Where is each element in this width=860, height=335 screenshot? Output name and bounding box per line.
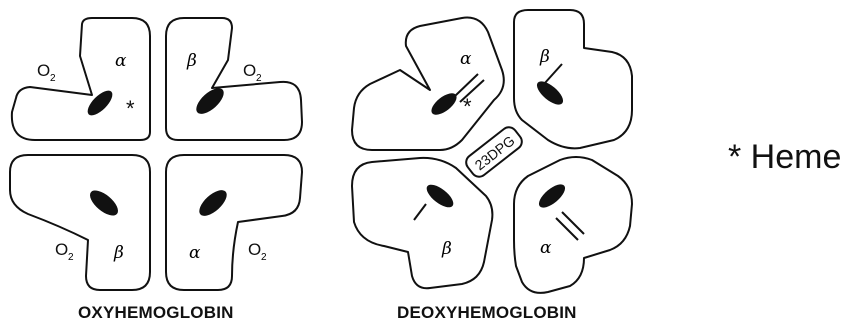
oxyhemoglobin-diagram: α β β α * O 2 O 2 O 2 O 2 [10,18,302,290]
oxy-subunit-beta-top-right [166,18,302,140]
oxy-label-alpha-top: α [115,51,127,71]
oxy-o2-label-top-right: O 2 [243,61,262,84]
deoxyhemoglobin-caption: DEOXYHEMOGLOBIN [397,303,577,323]
svg-text:2: 2 [256,73,262,84]
oxy-o2-label-top-left: O 2 [37,61,56,84]
svg-text:O: O [55,240,68,259]
deoxy-subunit-beta-top-right [514,10,632,148]
deoxy-subunit-alpha-top-left [352,18,504,150]
oxy-subunit-beta-bottom-left [10,155,150,290]
oxy-subunit-alpha-bottom-right [166,155,302,290]
oxy-heme-asterisk: * [126,96,135,121]
oxy-o2-label-bottom-right: O 2 [248,240,267,263]
deoxy-subunit-beta-bottom-left [352,158,492,288]
svg-text:O: O [243,61,256,80]
oxyhemoglobin-caption: OXYHEMOGLOBIN [78,303,234,323]
deoxy-label-alpha-top: α [460,49,472,69]
svg-text:2: 2 [68,252,74,263]
svg-text:O: O [248,240,261,259]
deoxy-label-beta-bottom: β [441,239,452,259]
svg-text:2: 2 [261,252,267,263]
heme-legend: * Heme [728,138,841,177]
deoxy-subunit-alpha-bottom-right [514,157,632,293]
deoxy-label-beta-top: β [539,47,550,67]
oxy-label-beta-top: β [186,51,197,71]
deoxy-heme-asterisk: * [463,94,472,119]
dpg-molecule: 23DPG [463,124,525,180]
oxy-label-beta-bottom: β [113,243,124,263]
deoxyhemoglobin-diagram: α β β α * 23DPG [352,10,632,293]
svg-text:O: O [37,61,50,80]
oxy-o2-label-bottom-left: O 2 [55,240,74,263]
svg-text:2: 2 [50,73,56,84]
deoxy-label-alpha-bottom: α [540,238,552,258]
oxy-label-alpha-bottom: α [189,243,201,263]
oxy-subunit-alpha-top-left [12,18,150,140]
